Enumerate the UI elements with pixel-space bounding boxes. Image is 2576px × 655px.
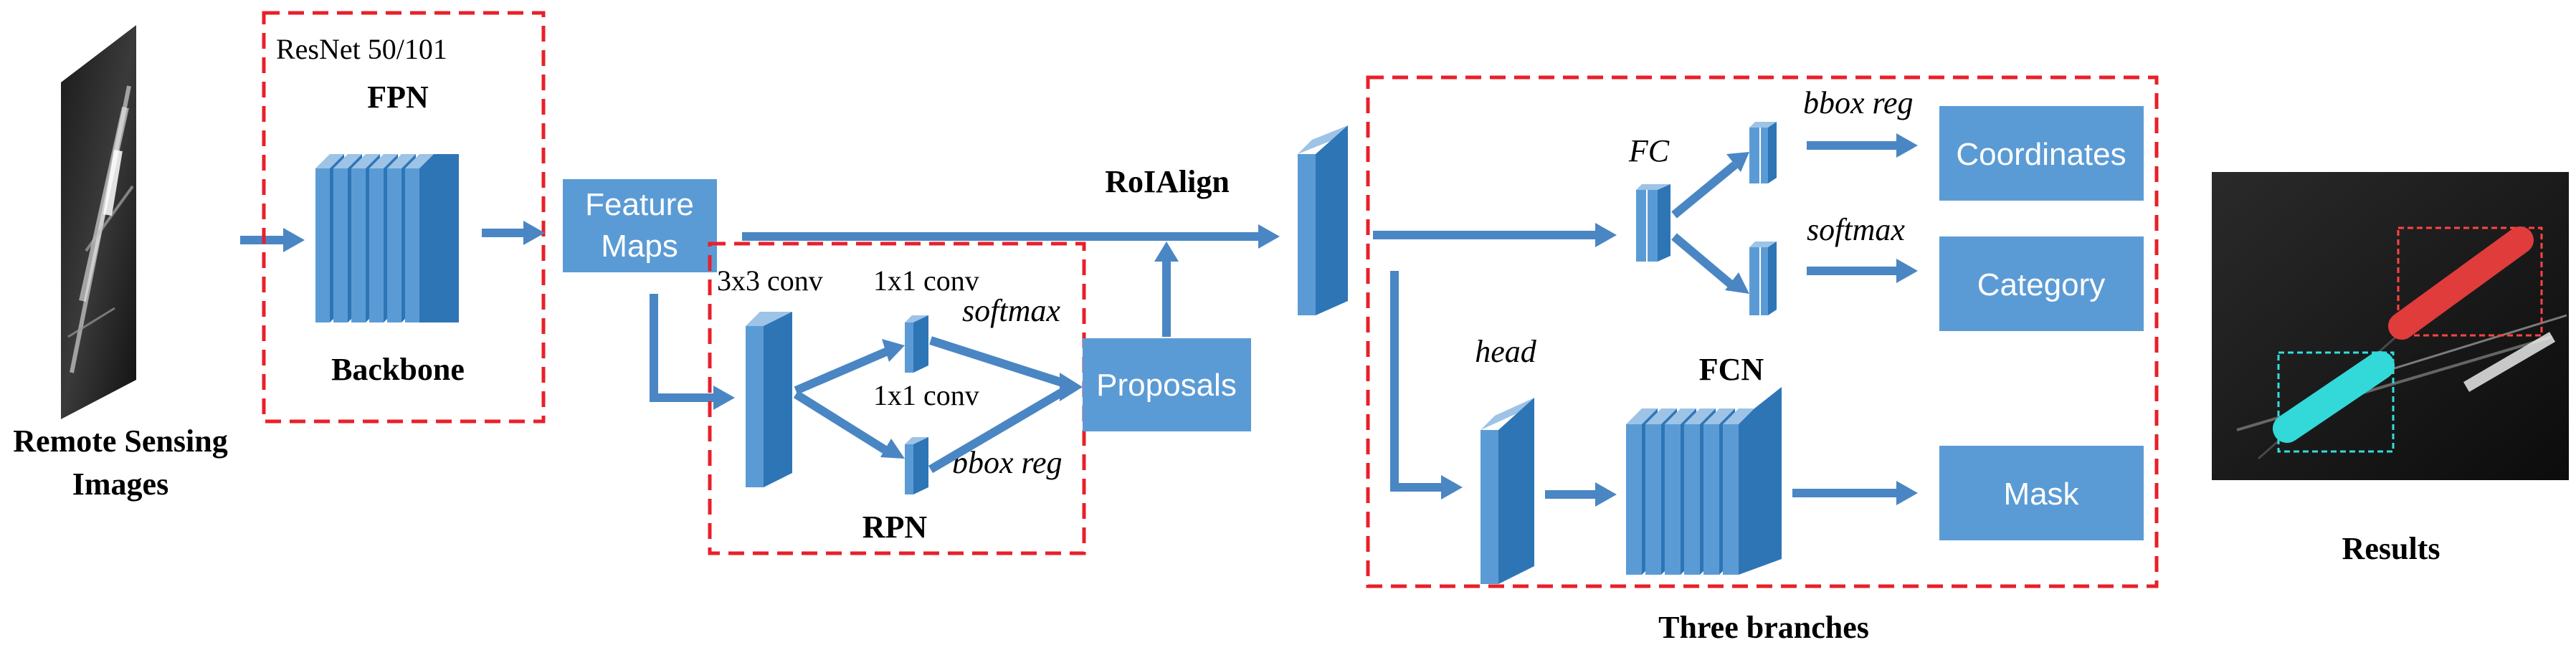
rpn-label: RPN: [862, 510, 928, 545]
category-box: [1939, 236, 2144, 331]
arrow-feature-maps-to-roi: [742, 224, 1280, 249]
branch-softmax-label: softmax: [1807, 212, 1905, 247]
feature-maps-label-line1: Feature: [585, 187, 694, 222]
head-label: head: [1475, 334, 1537, 369]
arrow-to-coordinates: [1807, 133, 1918, 158]
input-label-line2: Images: [72, 467, 168, 502]
arrow-roi-to-head: [1390, 271, 1463, 499]
proposals-box: [1083, 338, 1251, 431]
roialign-label: RoIAlign: [1105, 164, 1230, 199]
arrow-fcn-to-mask: [1792, 481, 1918, 505]
coordinates-box: [1939, 106, 2144, 201]
mask-label: Mask: [2003, 477, 2079, 512]
results-image: [2212, 172, 2569, 480]
backbone-top-label: ResNet 50/101: [276, 33, 447, 65]
rpn-conv1-top-label: 1x1 conv: [873, 264, 979, 297]
arrow-feature-maps-to-rpn: [650, 294, 735, 410]
backbone-dashed-box: [262, 11, 546, 424]
input-label-line1: Remote Sensing: [13, 424, 227, 459]
feature-maps-box: [563, 179, 717, 272]
branch-bbox-reg-label: bbox reg: [1803, 85, 1914, 120]
feature-maps-label-line2: Maps: [601, 229, 678, 264]
results-label: Results: [2342, 531, 2440, 566]
fpn-label: FPN: [367, 80, 429, 115]
rpn-conv1-top-block: [905, 315, 928, 373]
mask-box: [1939, 446, 2144, 540]
fc-bbox-block: [1749, 122, 1777, 183]
fc-block: [1636, 184, 1670, 262]
roi-feature-block: [1298, 125, 1348, 315]
arrow-backbone-to-feature-maps: [482, 221, 545, 245]
rpn-conv1-bottom-label: 1x1 conv: [873, 379, 979, 411]
fc-split-arrows: [1671, 152, 1749, 294]
rpn-softmax-label: softmax: [962, 293, 1060, 328]
fcn-label: FCN: [1699, 352, 1764, 387]
three-branches-label: Three branches: [1658, 610, 1869, 645]
arrow-input-to-backbone: [240, 228, 305, 252]
head-block: [1481, 398, 1534, 584]
arrow-head-to-fcn: [1545, 482, 1617, 507]
rpn-conv3-block: [746, 312, 792, 487]
category-label: Category: [1977, 267, 2106, 302]
fc-softmax-block: [1749, 242, 1777, 315]
backbone-label: Backbone: [331, 352, 465, 387]
rpn-conv1-bottom-block: [905, 437, 928, 494]
proposals-label: Proposals: [1096, 368, 1237, 403]
input-sar-image: [61, 25, 136, 419]
fpn-stack: [315, 154, 459, 322]
arrow-proposals-up: [1154, 242, 1179, 337]
three-branches-dashed-box: [1366, 75, 2159, 588]
arrow-roi-to-fc: [1373, 223, 1617, 247]
rpn-conv3-label: 3x3 conv: [717, 264, 823, 297]
rpn-arrows: [793, 336, 1083, 474]
fc-label: FC: [1628, 133, 1670, 168]
fcn-stack: [1626, 387, 1782, 575]
coordinates-label: Coordinates: [1956, 137, 2126, 172]
arrow-to-category: [1807, 259, 1918, 283]
